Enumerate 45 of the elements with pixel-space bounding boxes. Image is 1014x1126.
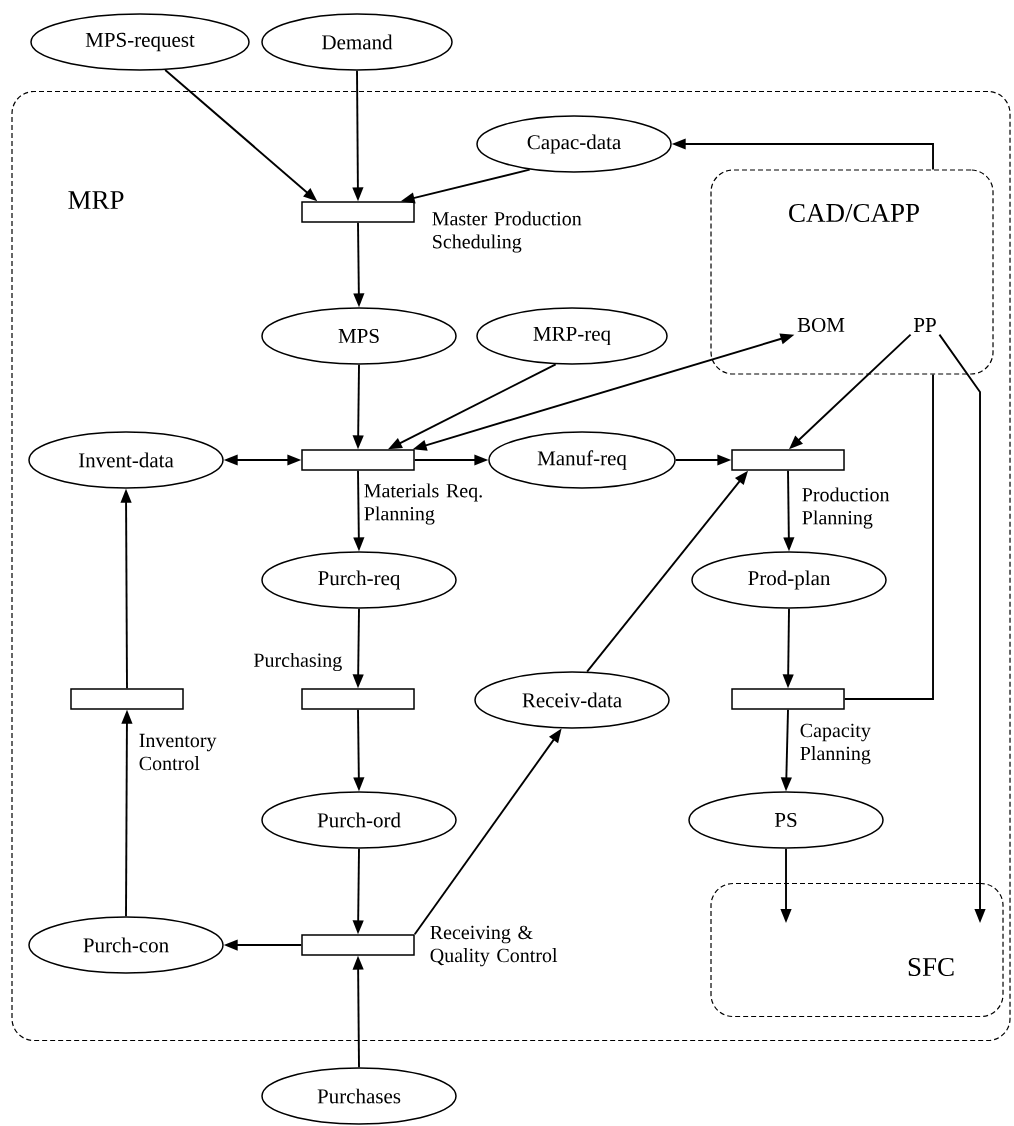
- arrow: [121, 709, 133, 918]
- arrow: [352, 955, 364, 1069]
- arrow: [352, 607, 364, 689]
- arrow: [783, 469, 795, 552]
- process-label: Inventory Control: [139, 733, 217, 771]
- arrow: [352, 363, 364, 450]
- process-label: Capacity Planning: [800, 723, 871, 765]
- arrow: [223, 454, 302, 466]
- arrow: [353, 708, 365, 792]
- arrow: [412, 333, 795, 451]
- process-label: Purchasing: [253, 652, 342, 672]
- dashed-region: SFC: [710, 882, 1004, 1018]
- process-label: Production Planning: [802, 487, 890, 529]
- arrow: [353, 221, 365, 308]
- arrow: [120, 488, 132, 690]
- arrow: [789, 333, 912, 450]
- arrow: [782, 607, 794, 689]
- arrow: [780, 847, 792, 923]
- process-label: Materials Req. Planning: [364, 483, 482, 525]
- arrow: [413, 728, 562, 936]
- arrow: [352, 69, 364, 202]
- process-bar: [301, 688, 415, 710]
- arrow: [780, 708, 792, 792]
- connector-line: [843, 373, 934, 700]
- node-label: BOM: [797, 317, 845, 333]
- process-bar: [301, 449, 415, 471]
- arrow: [586, 470, 748, 673]
- process-bar: [731, 449, 845, 471]
- process-bar: [301, 201, 415, 223]
- arrow: [352, 847, 364, 935]
- arrow: [671, 138, 934, 171]
- arrow: [413, 454, 489, 466]
- process-label: Receiving & Quality Control: [430, 925, 558, 967]
- arrow: [674, 454, 732, 466]
- arrow: [400, 168, 531, 204]
- process-bar: [731, 688, 845, 710]
- process-bar: [70, 688, 184, 710]
- arrow: [223, 939, 303, 951]
- arrow: [353, 469, 365, 552]
- arrow: [388, 363, 557, 450]
- arrow: [164, 69, 318, 202]
- arrow: [938, 333, 986, 923]
- node-label: PP: [913, 318, 936, 332]
- process-label: Master Production Scheduling: [432, 211, 582, 253]
- process-bar: [301, 934, 415, 956]
